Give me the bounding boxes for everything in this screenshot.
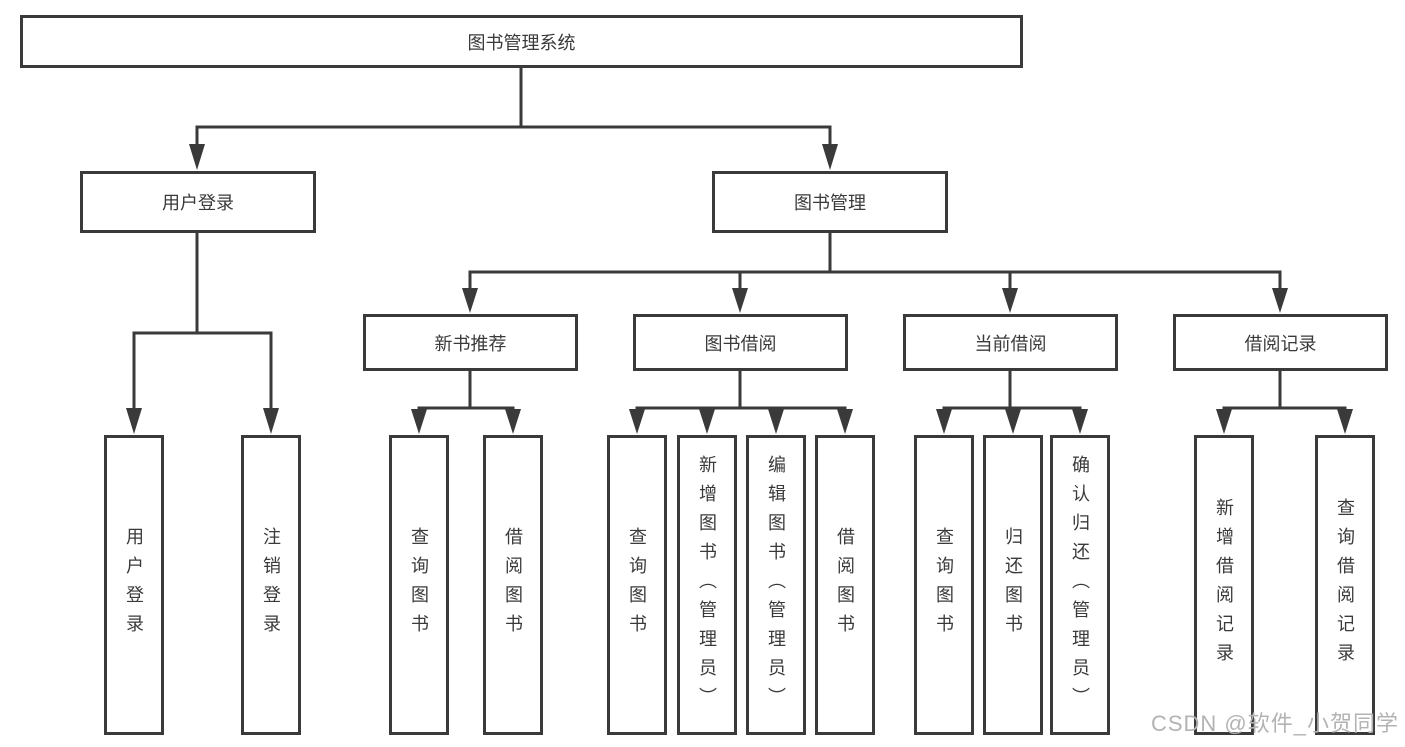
node-label: 借阅图书 — [503, 527, 523, 643]
leaf-user-login: 用户登录 — [104, 435, 164, 735]
node-label: 借阅图书 — [835, 527, 855, 643]
node-label: 图书管理系统 — [467, 32, 576, 53]
leaf-logout: 注销登录 — [241, 435, 301, 735]
node-label: 确认归还（管理员） — [1070, 454, 1090, 716]
node-label: 查询图书 — [409, 527, 429, 643]
leaf-add-borrow-record: 新增借阅记录 — [1194, 435, 1254, 735]
node-new-book-recommend: 新书推荐 — [363, 314, 578, 371]
node-label: 用户登录 — [124, 527, 144, 643]
leaf-edit-books-admin: 编辑图书（管理员） — [746, 435, 806, 735]
node-label: 图书借阅 — [704, 333, 777, 354]
node-label: 当前借阅 — [974, 333, 1047, 354]
node-book-borrow: 图书借阅 — [633, 314, 848, 371]
leaf-query-books-recommend: 查询图书 — [389, 435, 449, 735]
leaf-borrow-books: 借阅图书 — [815, 435, 875, 735]
node-label: 借阅记录 — [1244, 333, 1317, 354]
node-system-root: 图书管理系统 — [20, 15, 1023, 68]
node-label: 查询图书 — [627, 527, 647, 643]
node-book-management: 图书管理 — [712, 171, 948, 233]
leaf-borrow-books-recommend: 借阅图书 — [483, 435, 543, 735]
leaf-query-borrow-record: 查询借阅记录 — [1315, 435, 1375, 735]
leaf-confirm-return-admin: 确认归还（管理员） — [1050, 435, 1110, 735]
node-label: 注销登录 — [261, 527, 281, 643]
arrowheads — [126, 144, 1353, 434]
node-label: 图书管理 — [794, 193, 866, 213]
node-label: 编辑图书（管理员） — [766, 454, 786, 716]
leaf-query-books-borrow: 查询图书 — [607, 435, 667, 735]
node-label: 归还图书 — [1003, 527, 1023, 643]
node-label: 新增图书（管理员） — [697, 454, 717, 716]
node-current-borrow: 当前借阅 — [903, 314, 1118, 371]
csdn-watermark: CSDN @软件_小贺同学 — [1150, 711, 1399, 736]
node-borrow-records: 借阅记录 — [1173, 314, 1388, 371]
leaf-add-books-admin: 新增图书（管理员） — [677, 435, 737, 735]
connector-lines — [132, 68, 1347, 410]
node-label: 新书推荐 — [434, 333, 507, 354]
node-label: 新增借阅记录 — [1214, 498, 1234, 672]
leaf-query-books-current: 查询图书 — [914, 435, 974, 735]
node-label: 查询借阅记录 — [1335, 498, 1355, 672]
leaf-return-books: 归还图书 — [983, 435, 1043, 735]
node-user-login: 用户登录 — [80, 171, 316, 233]
node-label: 查询图书 — [934, 527, 954, 643]
node-label: 用户登录 — [162, 193, 234, 213]
